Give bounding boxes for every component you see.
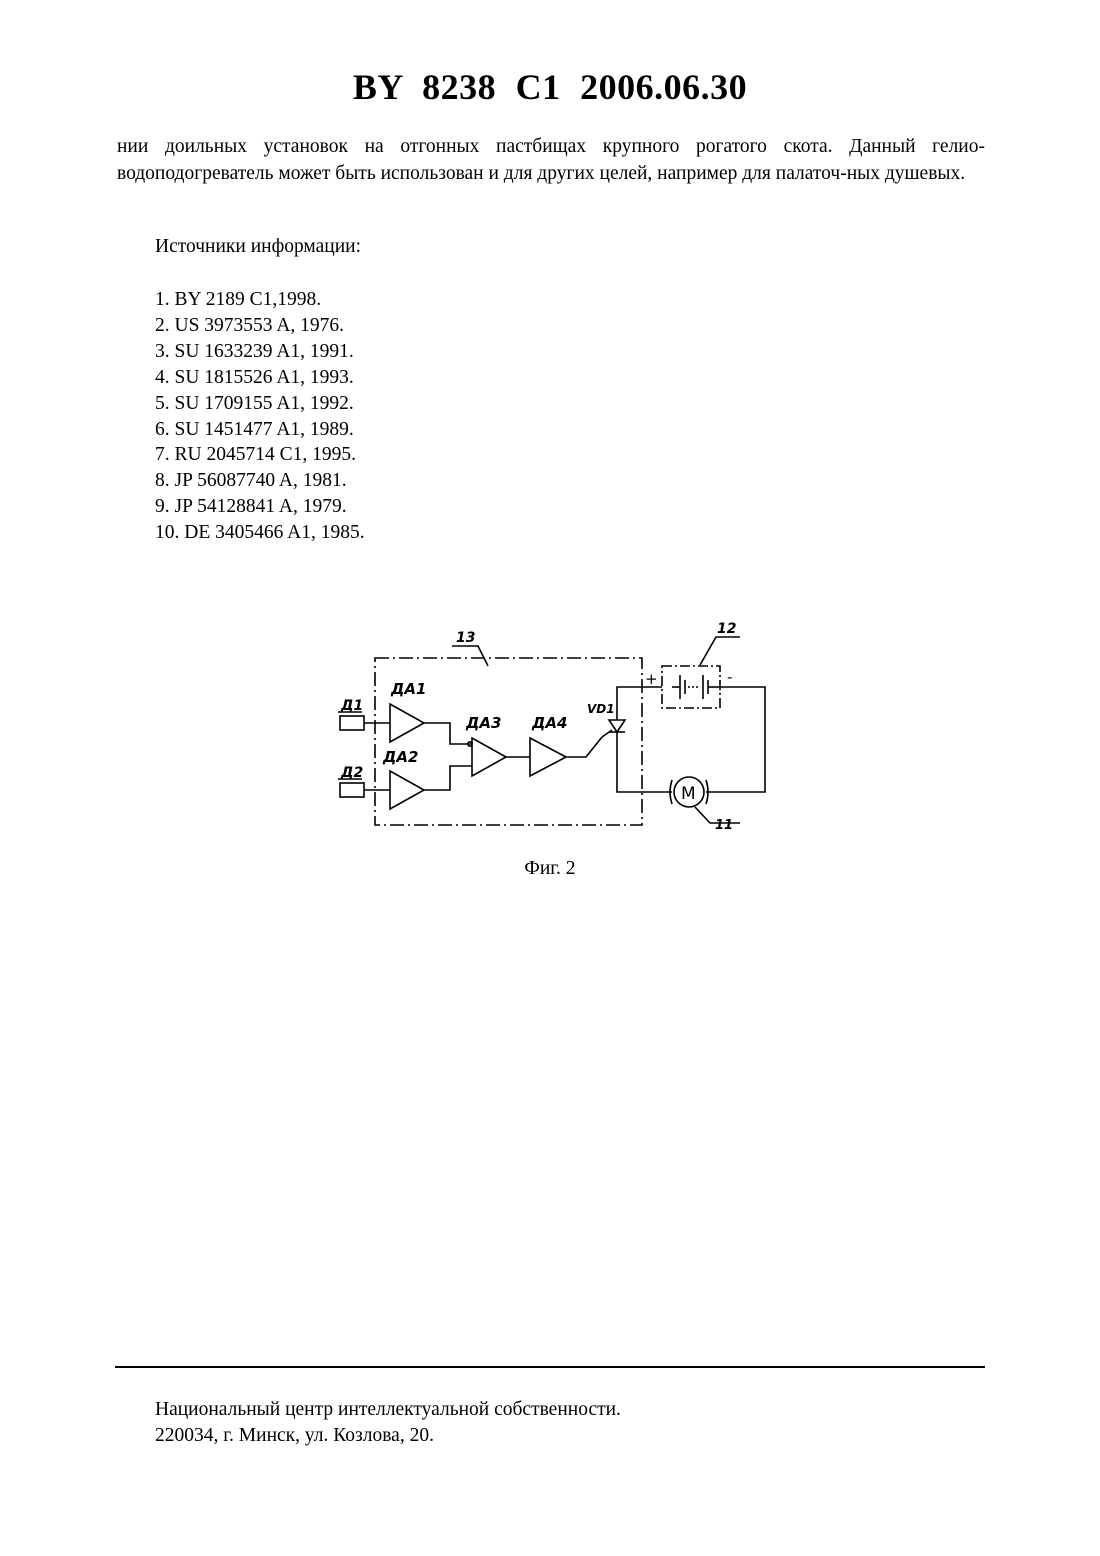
reference-item: 2. US 3973553 A, 1976. <box>155 313 365 339</box>
figure-caption: Фиг. 2 <box>0 858 1100 880</box>
label-amp4: ДА4 <box>531 714 567 732</box>
sensor2-shape <box>340 783 364 797</box>
label-plus: + <box>645 670 658 688</box>
footer: Национальный центр интеллектуальной собс… <box>155 1397 621 1449</box>
label-diode: VD1 <box>587 702 615 716</box>
block-leader <box>452 646 488 666</box>
amp2-shape <box>390 771 424 809</box>
reference-item: 1. BY 2189 C1,1998. <box>155 287 365 313</box>
reference-item: 4. SU 1815526 A1, 1993. <box>155 365 365 391</box>
label-block: 13 <box>456 630 475 646</box>
footer-divider <box>115 1366 985 1368</box>
circuit-diagram: 13 Д1 Д2 ДА1 ДА2 ДА3 ДА4 VD1 <box>330 615 770 835</box>
amp1-shape <box>390 704 424 742</box>
footer-line-2: 220034, г. Минск, ул. Козлова, 20. <box>155 1423 621 1449</box>
amp4-shape <box>530 738 566 776</box>
label-minus: - <box>727 668 732 686</box>
body-paragraph: нии доильных установок на отгонных пастб… <box>117 134 985 187</box>
label-amp3: ДА3 <box>465 714 501 732</box>
sensor1-shape <box>340 716 364 730</box>
reference-item: 5. SU 1709155 A1, 1992. <box>155 391 365 417</box>
label-amp2: ДА2 <box>382 748 418 766</box>
reference-item: 3. SU 1633239 A1, 1991. <box>155 339 365 365</box>
reference-item: 6. SU 1451477 A1, 1989. <box>155 417 365 443</box>
battery-leader <box>700 637 740 665</box>
page-title: BY 8238 C1 2006.06.30 <box>0 66 1100 108</box>
label-amp1: ДА1 <box>390 680 426 698</box>
paragraph-text: нии доильных установок на отгонных пастб… <box>117 134 985 187</box>
label-motor: M <box>681 784 696 804</box>
reference-item: 9. JP 54128841 A, 1979. <box>155 494 365 520</box>
label-motor-ref: 11 <box>715 818 733 833</box>
amp3-shape <box>472 738 506 776</box>
reference-item: 7. RU 2045714 C1, 1995. <box>155 442 365 468</box>
reference-list: 1. BY 2189 C1,1998. 2. US 3973553 A, 197… <box>155 287 365 546</box>
reference-item: 10. DE 3405466 A1, 1985. <box>155 520 365 546</box>
footer-line-1: Национальный центр интеллектуальной собс… <box>155 1397 621 1423</box>
label-battery: 12 <box>717 621 736 637</box>
sources-heading: Источники информации: <box>155 236 361 258</box>
reference-item: 8. JP 56087740 A, 1981. <box>155 468 365 494</box>
